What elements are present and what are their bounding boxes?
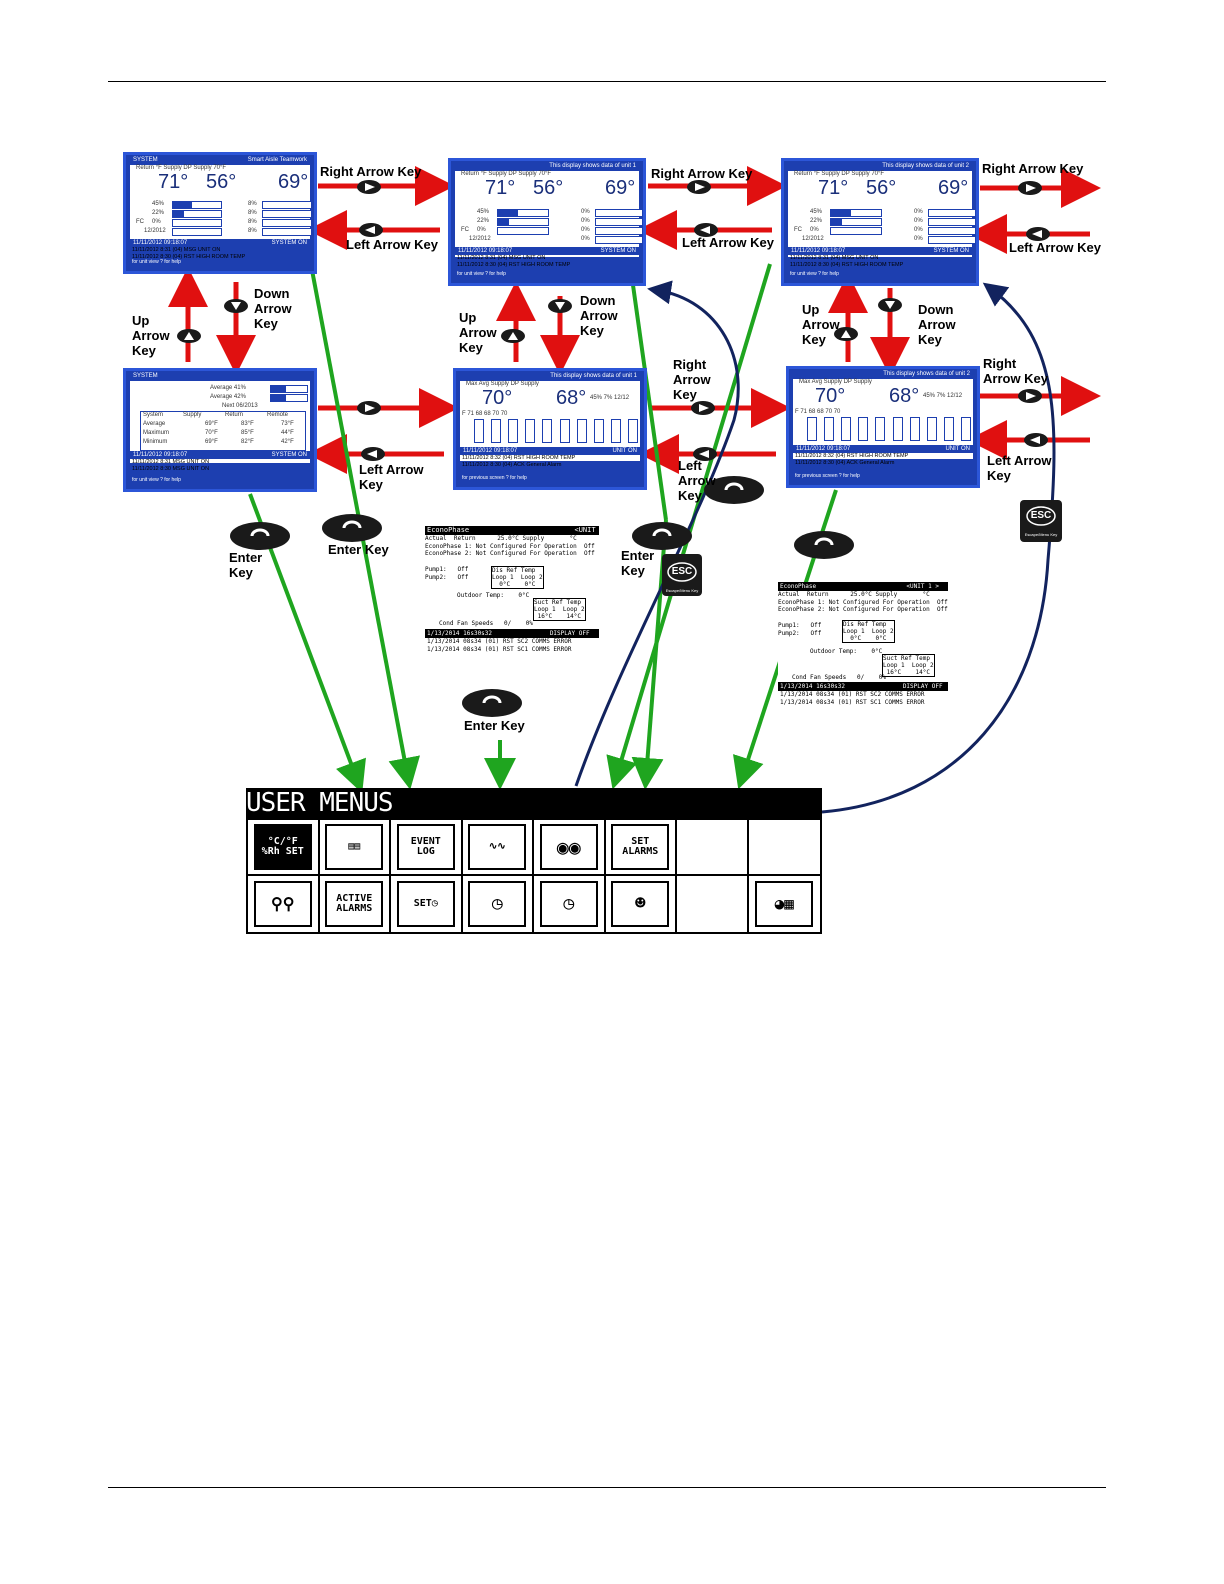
clock-set-icon: SET◷ xyxy=(396,881,455,927)
menu-set-clock[interactable]: SET◷ xyxy=(391,876,463,932)
econophase-screen-1: EconoPhase <UNIT 1 > Actual Return 25.0°… xyxy=(425,526,612,658)
top-rule xyxy=(108,81,1106,82)
user-menu-grid: °C/°F %Rh SET ▤▤ EVENT LOG ∿∿ ◉◉ SET ALA… xyxy=(246,818,822,934)
screen-unit-2: This display shows data of unit 2 Return… xyxy=(781,158,979,286)
label-left-arrow-key: Left Arrow Key xyxy=(678,458,716,503)
label-down-arrow-key: Down Arrow Key xyxy=(254,286,292,331)
screen-system-statistics: SYSTEM Average 41% Average 42% Next 06/2… xyxy=(123,368,317,492)
menu-empty-3 xyxy=(677,876,749,932)
screen-unit-1: This display shows data of unit 1 Return… xyxy=(448,158,646,286)
label-down-arrow-key: Down Arrow Key xyxy=(580,293,618,338)
stats-table: System Supply Return Remote Average 69°F… xyxy=(140,411,306,451)
screen-unit-1-sensors: This display shows data of unit 1 Max Av… xyxy=(453,368,647,490)
menu-empty-2 xyxy=(748,820,820,876)
label-enter-key: Enter Key xyxy=(328,542,389,557)
binoculars-icon: ◉◉ xyxy=(539,824,598,870)
label-left-arrow-key: Left Arrow Key xyxy=(682,235,774,250)
esc-key-2-caption: Escape/Menu Key xyxy=(1024,532,1058,537)
menu-empty-1 xyxy=(677,820,749,876)
label-right-arrow-key: Right Arrow Key xyxy=(651,166,753,181)
menu-graphs[interactable]: ∿∿ xyxy=(462,820,534,876)
econophase-screen-2: EconoPhase <UNIT 1 > Actual Return 25.0°… xyxy=(778,582,948,712)
supply-dp: 56° xyxy=(206,171,237,193)
supply-temp: 69° xyxy=(278,171,309,193)
label-up-arrow-key: Up Arrow Key xyxy=(459,310,497,355)
menu-sleep-mode[interactable]: ◷ xyxy=(534,876,606,932)
temperature-humidity-icon: °C/°F %Rh SET xyxy=(253,824,312,870)
sensor-bars xyxy=(807,417,971,441)
user-menus-title: USER MENUS xyxy=(246,788,822,818)
label-enter-key: Enter Key xyxy=(621,548,655,578)
menu-sensor-data[interactable]: ⚲⚲ xyxy=(248,876,320,932)
label-right-arrow-key: Right Arrow Key xyxy=(673,357,711,402)
menu-view-network[interactable]: ◉◉ xyxy=(534,820,606,876)
menu-documents[interactable]: ▤▤ xyxy=(319,820,391,876)
graph-icon: ∿∿ xyxy=(468,824,527,870)
run-hours-icon: ◷ xyxy=(468,881,527,927)
return-temp: 71° xyxy=(158,171,189,193)
label-right-arrow-key: Right Arrow Key xyxy=(982,161,1084,176)
documents-icon: ▤▤ xyxy=(325,824,384,870)
label-left-arrow-key: Left Arrow Key xyxy=(359,462,424,492)
label-right-arrow-key: Right Arrow Key xyxy=(983,356,1049,386)
label-enter-key: Enter Key xyxy=(229,550,263,580)
bottom-rule xyxy=(108,1487,1106,1488)
menu-unit-set[interactable]: °C/°F %Rh SET xyxy=(248,820,320,876)
active-alarms-icon: ACTIVE ALARMS xyxy=(325,881,384,927)
header-row: Return °F Supply DP Supply 70°F xyxy=(136,165,227,171)
label-left-arrow-key: Left Arrow Key xyxy=(346,237,438,252)
service-icon: ☻ xyxy=(611,881,670,927)
menu-service[interactable]: ☻ xyxy=(606,876,677,932)
esc-key-1-caption: Escape/Menu Key xyxy=(665,588,699,593)
label-right-arrow-key: Right Arrow Key xyxy=(320,164,422,179)
set-alarms-icon: SET ALARMS xyxy=(611,824,670,870)
sleep-mode-icon: ◷ xyxy=(539,881,598,927)
screen-unit-2-sensors: This display shows data of unit 2 Max Av… xyxy=(786,366,980,488)
menu-set-alarms[interactable]: SET ALARMS xyxy=(605,820,677,876)
label-left-arrow-key: Left Arrow Key xyxy=(1009,240,1101,255)
label-down-arrow-key: Down Arrow Key xyxy=(918,302,956,347)
esc-key-1[interactable]: ESC xyxy=(671,566,693,577)
label-up-arrow-key: Up Arrow Key xyxy=(132,313,170,358)
label-enter-key: Enter Key xyxy=(464,718,525,733)
esc-key-2[interactable]: ESC xyxy=(1030,510,1052,521)
event-log-icon: EVENT LOG xyxy=(396,824,455,870)
menu-run-hours[interactable]: ◷ xyxy=(463,876,534,932)
label-left-arrow-key: Left Arrow Key xyxy=(987,453,1052,483)
diagnostics-icon: ◕▦ xyxy=(755,881,814,927)
menu-active-alarms[interactable]: ACTIVE ALARMS xyxy=(320,876,391,932)
sensors-icon: ⚲⚲ xyxy=(253,881,312,927)
sensor-bars xyxy=(474,419,638,443)
menu-diagnostics[interactable]: ◕▦ xyxy=(749,876,821,932)
label-up-arrow-key: Up Arrow Key xyxy=(802,302,840,347)
menu-event-log[interactable]: EVENT LOG xyxy=(391,820,463,876)
